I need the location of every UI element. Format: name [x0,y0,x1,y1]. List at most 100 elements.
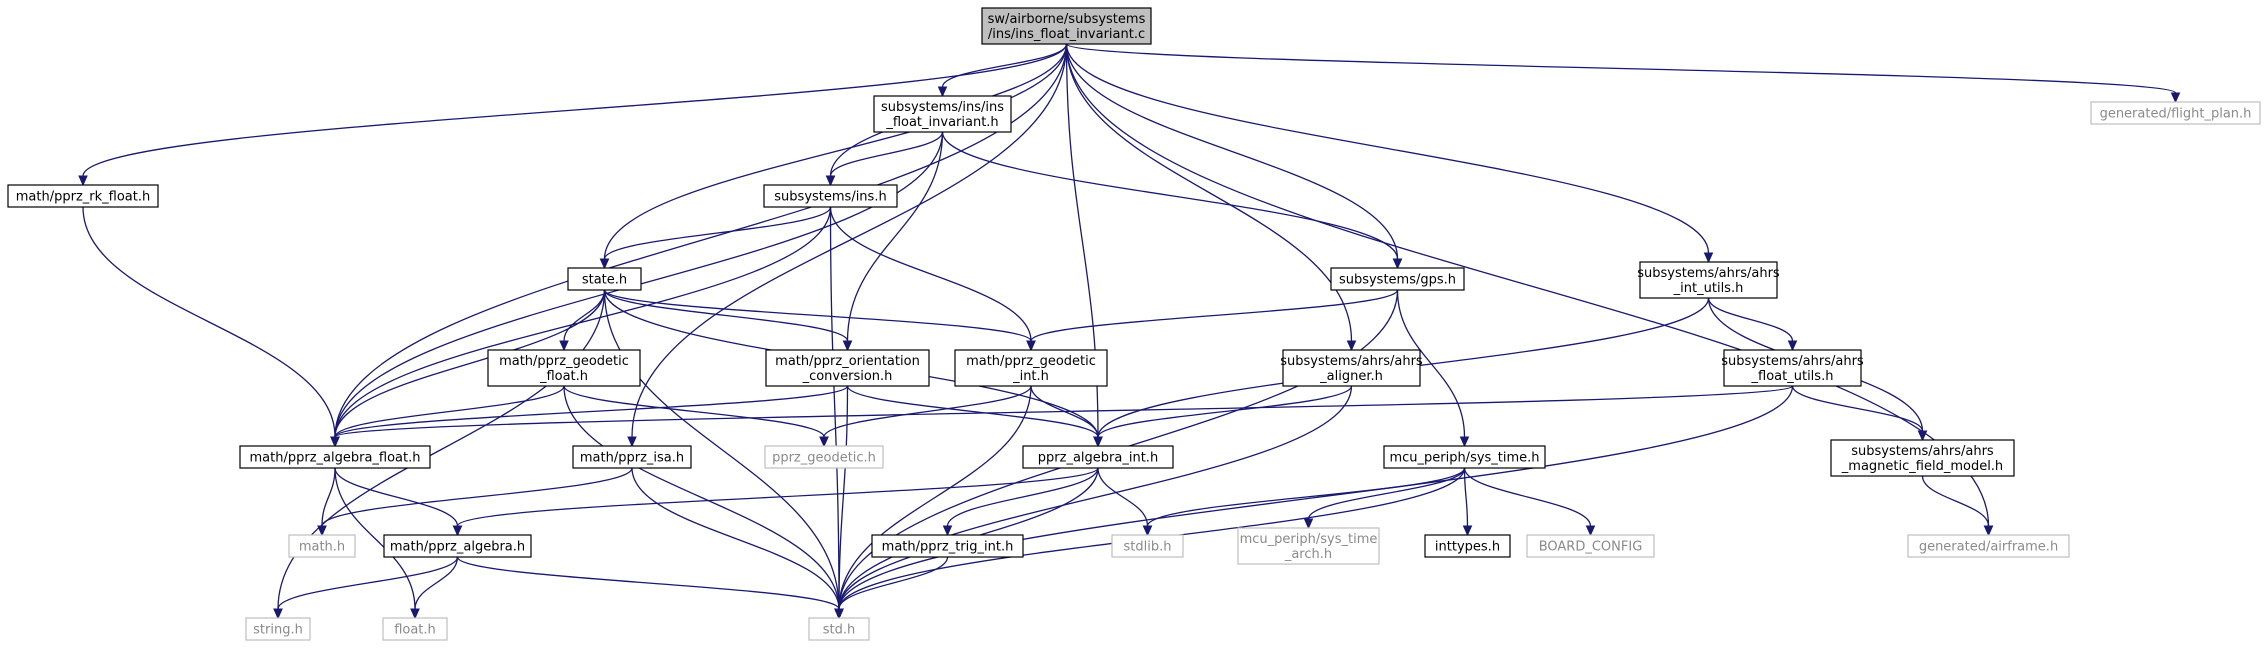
node-label: generated/airframe.h [1919,540,2058,555]
node-root: sw/airborne/subsystems/ins/ins_float_inv… [981,7,1152,45]
node-label: string.h [253,623,303,638]
edge-algebra_float-to-math_h [317,467,336,537]
node-inttypes-h[interactable]: inttypes.h [1424,534,1511,558]
node-label: math/pprz_geodetic [499,354,629,369]
edge-ahrs_int_utils-to-ahrs_float_utils [1707,297,1798,352]
node-airframe-h: generated/airframe.h [1907,534,2070,558]
edge-ahrs_aligner-to-algebra_int [1093,385,1353,448]
node-label: subsystems/ahrs/ahrs [1721,354,1864,369]
node-pprz-isa[interactable]: math/pprz_isa.h [572,445,692,469]
edge-mag_field-to-airframe_h [1921,475,1994,537]
node-gps-h[interactable]: subsystems/gps.h [1330,267,1465,291]
node-ahrs-float-utils[interactable]: subsystems/ahrs/ahrs_float_utils.h [1721,349,1864,387]
node-label: sw/airborne/subsystems [988,12,1146,27]
edge-ins_h-to-state_h [599,206,832,270]
node-label: generated/flight_plan.h [2100,107,2252,122]
node-rk-float[interactable]: math/pprz_rk_float.h [7,184,159,208]
node-state-h[interactable]: state.h [567,267,642,291]
edge-root-to-ins_float_invariant_h [937,43,1068,98]
node-label: subsystems/ahrs/ahrs [1637,266,1780,281]
node-label: mcu_periph/sys_time [1240,532,1378,547]
node-label: std.h [823,623,856,638]
edge-orientation_conv-to-algebra_int [846,385,1103,448]
node-label: _float_utils.h [1751,369,1834,384]
node-sys-time[interactable]: mcu_periph/sys_time.h [1383,445,1546,469]
node-float-h: float.h [382,617,448,641]
edge-root-to-ahrs_aligner [1065,43,1357,352]
node-label: math/pprz_isa.h [580,451,684,466]
edge-ahrs_float_utils-to-algebra_float [330,385,1794,448]
edge-sys_time-to-board_config [1463,467,1596,537]
node-label: subsystems/ins.h [774,190,886,205]
edge-rk_float-to-algebra_float [82,206,340,448]
edge-ins_h-to-std_h [829,206,844,620]
node-label: _magnetic_field_model.h [1841,459,2003,474]
node-label: _int_utils.h [1673,281,1744,296]
node-stdlib-h: stdlib.h [1111,534,1184,558]
node-label: pprz_algebra_int.h [1038,451,1158,466]
edge-ins_float_invariant_h-to-ins_h [825,131,944,187]
edge-root-to-pprz_isa [627,43,1068,448]
node-orientation-conv[interactable]: math/pprz_orientation_conversion.h [765,349,930,387]
edge-algebra_float-to-pprz_algebra [334,467,463,537]
node-label: math/pprz_geodetic [966,354,1096,369]
edge-root-to-flight_plan [1065,43,2181,104]
edge-root-to-rk_float [78,43,1068,187]
node-label: _float.h [539,369,588,384]
edge-ins_float_invariant_h-to-orientation_conv [842,131,944,352]
node-label: stdlib.h [1124,540,1172,555]
edge-pprz_algebra-to-std_h [456,556,844,620]
edge-pprz_isa-to-math_h [317,467,633,537]
node-label: state.h [582,273,627,288]
node-label: _aligner.h [1319,369,1383,384]
edge-root-to-ahrs_int_utils [1065,43,1714,264]
node-label: /ins/ins_float_invariant.c [988,27,1145,42]
node-geodetic-float[interactable]: math/pprz_geodetic_float.h [487,349,641,387]
edge-ahrs_aligner-to-std_h [834,385,1353,620]
node-board-config: BOARD_CONFIG [1526,534,1655,558]
node-ahrs-int-utils[interactable]: subsystems/ahrs/ahrs_int_utils.h [1637,261,1780,299]
node-math-h: math.h [288,534,356,558]
edge-pprz_algebra-to-float_h [410,556,459,620]
edge-geodetic_int-to-algebra_int [1030,385,1103,448]
edge-root-to-gps_h [1065,43,1403,270]
edge-orientation_conv-to-algebra_float [330,385,849,448]
node-ins-h[interactable]: subsystems/ins.h [763,184,898,208]
node-algebra-float[interactable]: math/pprz_algebra_float.h [239,445,431,469]
node-mag-field[interactable]: subsystems/ahrs/ahrs_magnetic_field_mode… [1830,439,2015,477]
node-label: _float_invariant.h [885,115,998,130]
node-label: math/pprz_algebra_float.h [250,451,421,466]
node-label: math/pprz_rk_float.h [16,190,150,205]
edge-pprz_isa-to-std_h [631,467,844,620]
node-pprz-algebra[interactable]: math/pprz_algebra.h [383,534,532,558]
node-string-h: string.h [245,617,311,641]
node-geodetic-int[interactable]: math/pprz_geodetic_int.h [954,349,1108,387]
node-algebra-int[interactable]: pprz_algebra_int.h [1022,445,1174,469]
node-label: _arch.h [1284,547,1332,562]
edge-ins_float_invariant_h-to-gps_h [941,131,1403,270]
edge-state_h-to-orientation_conv [603,289,853,352]
node-label: inttypes.h [1435,540,1500,555]
node-ins-float-invariant-h[interactable]: subsystems/ins/ins_float_invariant.h [873,95,1012,133]
edge-sys_time-to-stdlib_h [1142,467,1466,537]
edge-geodetic_int-to-pprz_geodetic_h [819,385,1032,448]
node-ahrs-aligner[interactable]: subsystems/ahrs/ahrs_aligner.h [1280,349,1423,387]
edge-ahrs_float_utils-to-mag_field [1791,385,1928,442]
node-label: subsystems/ins/ins [881,100,1004,115]
edge-pprz_algebra-to-string_h [273,556,459,620]
node-label: mcu_periph/sys_time.h [1389,451,1539,466]
edge-ins_h-to-algebra_float [330,206,832,448]
node-label: math/pprz_algebra.h [390,540,525,555]
edge-sys_time-to-sys_time_arch [1303,467,1466,530]
node-std-h: std.h [808,617,870,641]
node-trig-int[interactable]: math/pprz_trig_int.h [871,534,1024,558]
edge-trig_int-to-std_h [834,556,949,620]
nodes-layer: sw/airborne/subsystems/ins/ins_float_inv… [7,7,2261,641]
node-label: math/pprz_orientation [775,354,920,369]
node-label: _int.h [1012,369,1049,384]
edges-layer [78,43,2181,620]
edge-gps_h-to-geodetic_int [1026,289,1399,352]
node-label: subsystems/ahrs/ahrs [1280,354,1423,369]
edge-geodetic_float-to-pprz_geodetic_h [563,385,829,448]
